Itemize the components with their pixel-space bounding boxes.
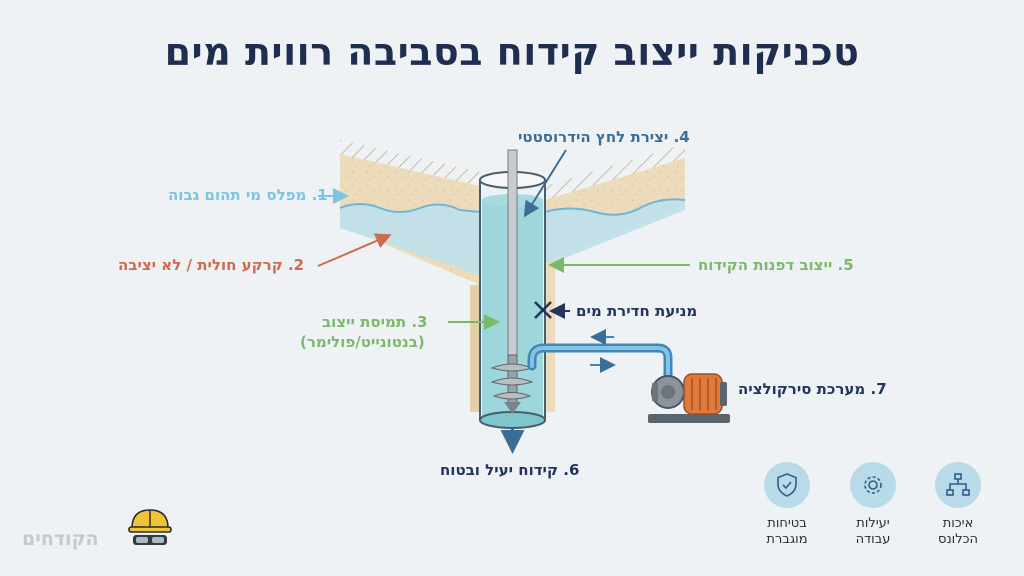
- feature-line: מוגברת: [766, 532, 808, 547]
- feature-work-efficiency: יעילות עבודה: [838, 462, 908, 548]
- arrow-soil: [317, 233, 392, 267]
- groundwater-layer: [339, 198, 686, 275]
- flow-arrows: [590, 329, 616, 373]
- kelly-bar: [507, 149, 518, 361]
- auger-bit: [490, 354, 534, 414]
- soil-left: [340, 154, 480, 412]
- shield-check-icon: [764, 462, 810, 508]
- label-efficient-drilling: 6. קידוח יעיל ובטוח: [440, 461, 580, 479]
- brand-name: הקודחים: [22, 528, 99, 550]
- circulation-pipe: [527, 343, 673, 385]
- feature-line: הכלונס: [938, 532, 978, 547]
- block-x-icon: [534, 301, 552, 319]
- hard-hat-logo-icon: [126, 504, 174, 556]
- page-title: טכניקות ייצוב קידוח בסביבה רווית מים: [164, 30, 860, 74]
- gear-icon: [850, 462, 896, 508]
- label-hydrostatic-pressure: 4. יצירת לחץ הידרוסטטי: [518, 128, 690, 146]
- label-circulation: 7. מערכת סירקולציה: [738, 380, 887, 398]
- label-stabilizer-note: (בנטונייט/פולימר): [300, 333, 425, 351]
- feature-line: עבודה: [855, 532, 891, 547]
- label-water-prevention: מניעת חדירת מים: [576, 302, 698, 320]
- label-stabilizer: 3. תמיסת ייצוב: [322, 313, 428, 331]
- feature-line: בטיחות: [767, 516, 807, 531]
- feature-pile-quality: איכות הכלונס: [923, 462, 993, 548]
- label-wall-stabilization: 5. ייצוב דפנות הקידוח: [698, 256, 854, 274]
- ground-surface: [340, 140, 685, 200]
- hierarchy-icon: [935, 462, 981, 508]
- label-groundwater: 1. מפלס מי תהום גבוה: [168, 186, 328, 204]
- pump-unit: [648, 373, 730, 423]
- feature-line: יעילות: [856, 516, 890, 531]
- feature-line: איכות: [942, 516, 974, 531]
- arrow-pressure: [523, 149, 567, 218]
- label-arrows: [317, 149, 690, 454]
- label-unstable-soil: 2. קרקע חולית / לא יציבה: [118, 256, 305, 274]
- feature-enhanced-safety: בטיחות מוגברת: [752, 462, 822, 548]
